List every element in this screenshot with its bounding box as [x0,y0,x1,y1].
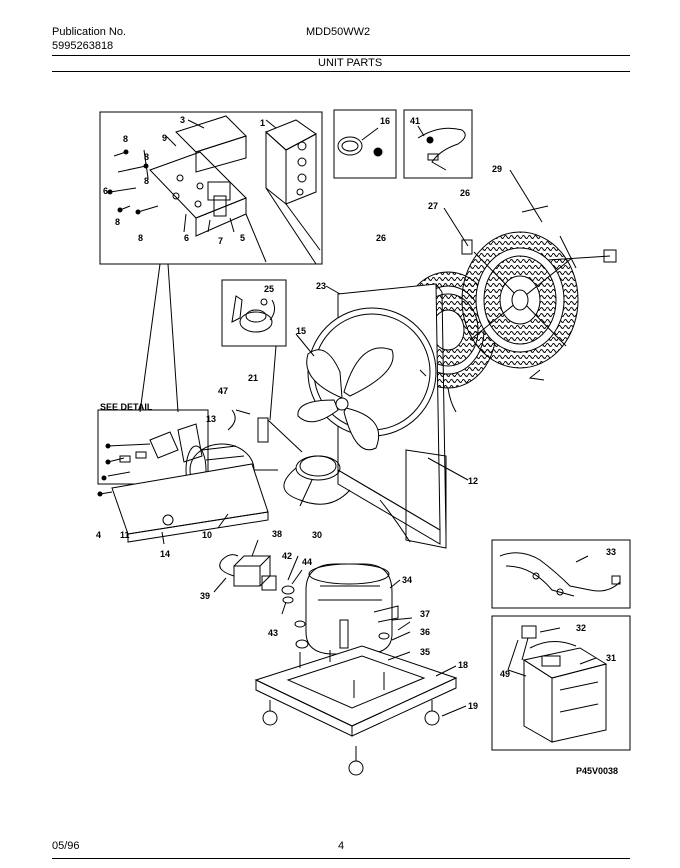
callout-44: 44 [302,557,312,567]
footer-date: 05/96 [52,840,80,852]
wire-harness-33 [499,552,621,597]
hose-clamp [337,136,383,157]
callout-38: 38 [272,529,282,539]
callout-6-b: 6 [103,186,108,196]
callout-37: 37 [420,609,430,619]
callout-26-b: 26 [460,188,470,198]
callout-21: 21 [248,373,258,383]
drawing-code: P45V0038 [576,766,618,776]
control-box-bracket [149,115,321,265]
callout-3: 3 [180,115,185,125]
callout-5: 5 [240,233,245,243]
overload-parts [281,569,303,604]
callout-41: 41 [410,116,420,126]
callout-14: 14 [160,549,170,559]
water-bucket [521,625,608,743]
callout-8-c: 8 [144,176,149,186]
detail-leader-left [139,263,161,413]
model-number: MDD50WW2 [306,26,371,38]
callout-8-d: 8 [115,217,120,227]
compressor [305,563,413,655]
capacitor-21 [257,417,269,443]
float-switch-pump [231,295,276,333]
callout-12: 12 [468,476,478,486]
callout-25: 25 [264,284,274,294]
callout-6-a: 6 [184,233,189,243]
callout-36: 36 [420,627,430,637]
bracket-47 [227,409,236,431]
callout-23: 23 [316,281,326,291]
callout-43: 43 [268,628,278,638]
evaporator-coil [461,231,617,381]
page-number: 4 [338,840,345,852]
callout-4: 4 [96,530,101,540]
header-rule-top [52,55,630,56]
publication-number: 5995263818 [52,40,114,52]
detail-leader-right [167,263,179,413]
callout-10: 10 [202,530,212,540]
wire-bundle [267,419,411,543]
header-rule-bottom [52,71,630,72]
screws [107,149,159,215]
fan-blade [297,347,394,451]
casters [262,700,440,776]
callout-8-a: 8 [123,134,128,144]
wire-harness-41 [417,127,466,171]
callout-42: 42 [282,551,292,561]
callout-1: 1 [260,118,265,128]
detail-box [99,111,323,265]
callout-19: 19 [468,701,478,711]
callout-49: 49 [500,669,510,679]
callout-33: 33 [606,547,616,557]
publication-label: Publication No. [52,26,126,38]
callout-29: 29 [492,164,502,174]
callout-13: 13 [206,414,216,424]
footer-rule [52,858,630,859]
clamp-box [333,109,397,179]
callout-26-a: 26 [376,233,386,243]
callout-8-b: 8 [144,152,149,162]
callout-47: 47 [218,386,228,396]
leader-lines [165,119,597,717]
callout-30: 30 [312,530,322,540]
coil-fitting [461,239,473,255]
callout-15: 15 [296,326,306,336]
callout-7: 7 [218,236,223,246]
callout-35: 35 [420,647,430,657]
relay-assembly [219,554,277,591]
pump-leader [269,345,277,421]
section-title: UNIT PARTS [318,57,383,69]
callout-34: 34 [402,575,412,585]
callout-9: 9 [162,133,167,143]
harness-box [403,109,473,179]
callout-27: 27 [428,201,438,211]
control-panel [97,423,269,545]
sensor-probe [509,169,577,269]
callout-18: 18 [458,660,468,670]
callout-11: 11 [120,530,130,540]
bucket-box [491,615,631,751]
harness-box-33 [491,539,631,609]
see-detail-label: SEE DETAIL [100,402,153,412]
callout-32: 32 [576,623,586,633]
callout-31: 31 [606,653,616,663]
callout-8-e: 8 [138,233,143,243]
callout-39: 39 [200,591,210,601]
pump-box [221,279,287,347]
callout-16: 16 [380,116,390,126]
base-pan [254,645,458,737]
